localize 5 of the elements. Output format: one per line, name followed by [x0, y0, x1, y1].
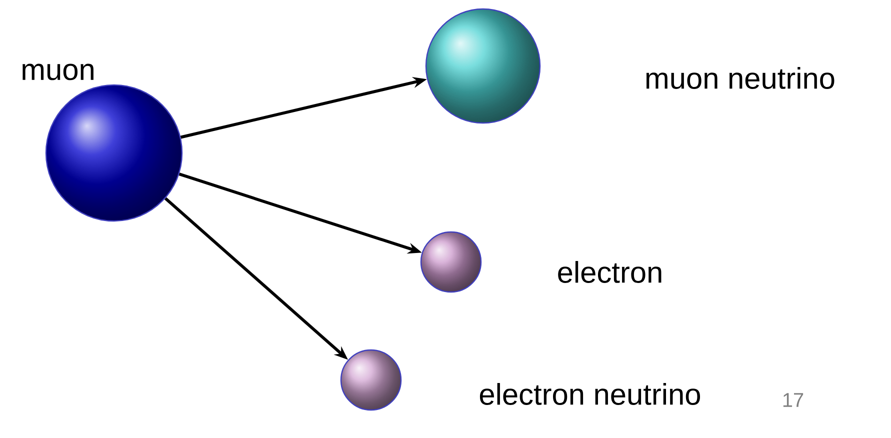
particle-label: electron [558, 261, 662, 283]
particle-label: muon neutrino [646, 67, 834, 89]
particle-label: electron neutrino [480, 383, 700, 405]
page-number: 17 [783, 393, 804, 407]
particle-label: muon [22, 64, 94, 80]
